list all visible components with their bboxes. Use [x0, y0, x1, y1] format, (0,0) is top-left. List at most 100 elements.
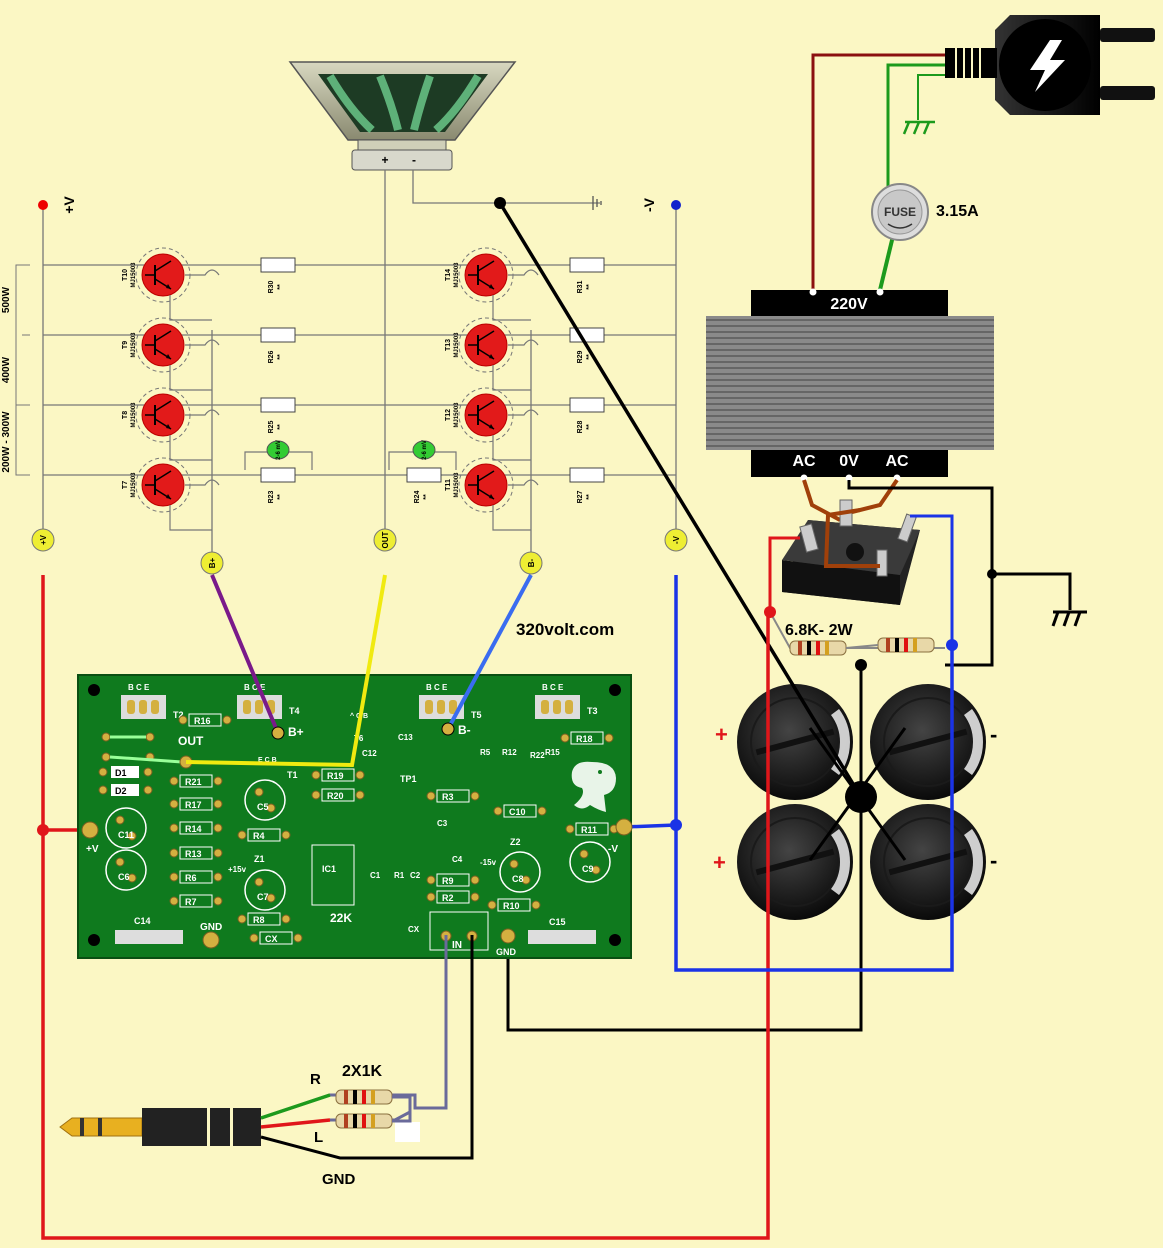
pcb-part-R10: R10 — [503, 901, 520, 911]
filter-capacitor-2 — [870, 684, 986, 800]
filter-capacitor-4 — [870, 804, 986, 920]
pcb-part-T1: T1 — [287, 770, 298, 780]
pcb-part-D2: D2 — [115, 786, 127, 796]
pcb-bce-label: B C E — [542, 683, 564, 692]
pcb-part-C10: C10 — [509, 807, 526, 817]
pcb-bce-label: B C E — [244, 683, 266, 692]
cap-plus-label-2: + — [713, 850, 726, 875]
pcb-part-IC1: IC1 — [322, 864, 336, 874]
pcb-part-C9: C9 — [582, 864, 594, 874]
transistor-type: MJ15003 — [454, 332, 460, 358]
pcb-part-R19: R19 — [327, 771, 344, 781]
pcb-part-C8: C8 — [512, 874, 524, 884]
pcb-part-T3: T3 — [587, 706, 598, 716]
cap-plus-label-1: + — [715, 722, 728, 747]
pcb-part-TP1: TP1 — [400, 774, 417, 784]
resistor-value: ** — [277, 284, 284, 290]
pcb-part-D1: D1 — [115, 768, 127, 778]
transformer: 220V AC 0V AC — [706, 288, 994, 482]
pcb-part-R14: R14 — [185, 824, 202, 834]
pcb-part-C12: C12 — [362, 749, 377, 758]
diode-right-label: 2-6 mV — [422, 440, 428, 460]
bias-diode-left: 2-6 mV — [244, 440, 313, 470]
pcb-bplus-label: B+ — [288, 725, 304, 739]
transistor-type: MJ15003 — [131, 472, 137, 498]
resistor-R25: R25** — [260, 397, 296, 433]
fuse-label: FUSE — [884, 205, 916, 219]
pcb-in-label: IN — [452, 940, 462, 951]
pcb-bminus-label: B- — [458, 723, 471, 737]
site-label: 320volt.com — [516, 620, 614, 639]
vminus-terminal — [671, 200, 681, 210]
resistor-value: ** — [586, 494, 593, 500]
svg-text:B+: B+ — [208, 557, 217, 568]
pcb-plus15-label: +15v — [228, 865, 247, 874]
pcb-minus-v-label: -V — [608, 844, 618, 855]
pcb-part-Z1: Z1 — [254, 854, 265, 864]
transistor-type: MJ15003 — [131, 402, 137, 428]
resistor-name: R29 — [577, 350, 584, 363]
resistor-name: R28 — [577, 420, 584, 433]
resistor-R24: R24** — [406, 467, 442, 503]
svg-text:B-: B- — [527, 558, 536, 567]
resistor-R26: R26** — [260, 327, 296, 363]
pcb-part-R17: R17 — [185, 800, 202, 810]
transistor-type: MJ15003 — [454, 262, 460, 288]
cap-minus-label-2: - — [990, 848, 997, 873]
pcb-part-T5: T5 — [471, 710, 482, 720]
pcb-part-R6: R6 — [185, 873, 197, 883]
channel-l-label: L — [314, 1129, 323, 1146]
cap-minus-label-1: - — [990, 722, 997, 747]
mains-plug — [945, 15, 1155, 115]
psu-ground-icon — [1051, 610, 1087, 627]
resistor-R27: R27** — [569, 467, 605, 503]
pcb-part-C11: C11 — [118, 830, 134, 840]
speaker-plus-label: + — [381, 153, 388, 167]
pcb-part-R16: R16 — [194, 716, 211, 726]
transistor-name: T11 — [445, 479, 452, 491]
transistor-name: T8 — [122, 411, 129, 419]
input-resistor-r — [335, 1089, 393, 1105]
pcb-gnd-label-2: GND — [496, 947, 517, 957]
speaker-minus-label: - — [412, 153, 416, 167]
bleeder-resistor-label: 6.8K- 2W — [785, 622, 853, 639]
resistor-value: ** — [586, 424, 593, 430]
pcb-part-CX: CX — [265, 934, 278, 944]
pcb-part-C2: C2 — [410, 871, 421, 880]
diode-left-label: 2-6 mV — [276, 440, 282, 460]
pcb-part-T4: T4 — [289, 706, 300, 716]
svg-text:+V: +V — [39, 534, 48, 545]
vplus-terminal — [38, 200, 48, 210]
badge-vminus: -V — [664, 528, 688, 552]
pcb-part-R13: R13 — [185, 849, 202, 859]
bleeder-resistor-1 — [789, 640, 847, 656]
audio-jack — [59, 1108, 261, 1146]
resistor-name: R24 — [414, 490, 421, 503]
input-resistor-label: 2X1K — [342, 1063, 382, 1080]
pcb-part-T2: T2 — [173, 710, 184, 720]
resistor-value: ** — [586, 354, 593, 360]
pcb-part-R11: R11 — [581, 825, 597, 835]
speaker: + - — [288, 61, 517, 171]
pcb-part-C14: C14 — [134, 916, 151, 926]
pcb-part-R1: R1 — [394, 871, 405, 880]
transistor-type: MJ15003 — [454, 402, 460, 428]
pcb-part-22K: 22K — [330, 911, 352, 925]
pcb-part-R3: R3 — [442, 792, 454, 802]
zero-v-label: 0V — [839, 453, 859, 470]
resistor-R31: R31** — [569, 257, 605, 293]
pcb-part-R7: R7 — [185, 897, 197, 907]
transistor-name: T13 — [445, 339, 452, 351]
mains-ground-icon — [902, 120, 935, 135]
transistor-type: MJ15003 — [454, 472, 460, 498]
pcb-minus15-label: -15v — [480, 858, 497, 867]
resistor-value: ** — [586, 284, 593, 290]
